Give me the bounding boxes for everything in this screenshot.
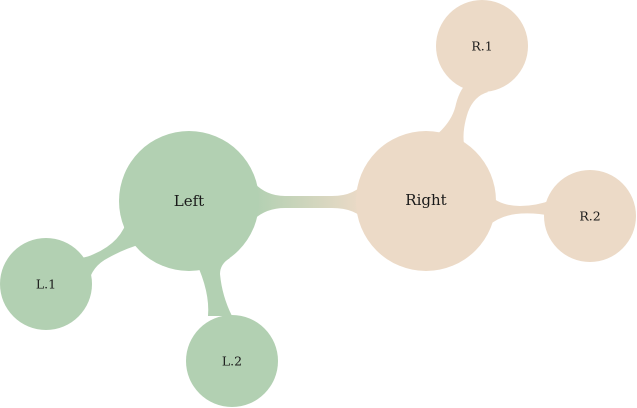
node-r1-circle (436, 0, 528, 92)
node-l1[interactable]: L.1 (0, 238, 92, 330)
node-l2-circle (186, 315, 278, 407)
node-left[interactable]: Left (119, 131, 259, 271)
node-r2[interactable]: R.2 (544, 170, 636, 262)
connector-right-r1 (430, 80, 488, 144)
node-right-circle (356, 131, 496, 271)
node-l2-label: L.2 (222, 354, 242, 369)
node-left-label: Left (174, 192, 204, 210)
node-right[interactable]: Right (356, 131, 496, 271)
node-left-circle (119, 131, 259, 271)
connector-left-l2 (196, 258, 232, 316)
node-r1-label: R.1 (471, 39, 492, 54)
node-right-label: Right (405, 191, 446, 209)
node-r1[interactable]: R.1 (436, 0, 528, 92)
node-l1-circle (0, 238, 92, 330)
connector-left-right (244, 168, 366, 232)
connector-right-r2 (488, 194, 552, 226)
node-l1-label: L.1 (36, 277, 56, 292)
node-r2-label: R.2 (579, 209, 600, 224)
node-r2-circle (544, 170, 636, 262)
node-l2[interactable]: L.2 (186, 315, 278, 407)
